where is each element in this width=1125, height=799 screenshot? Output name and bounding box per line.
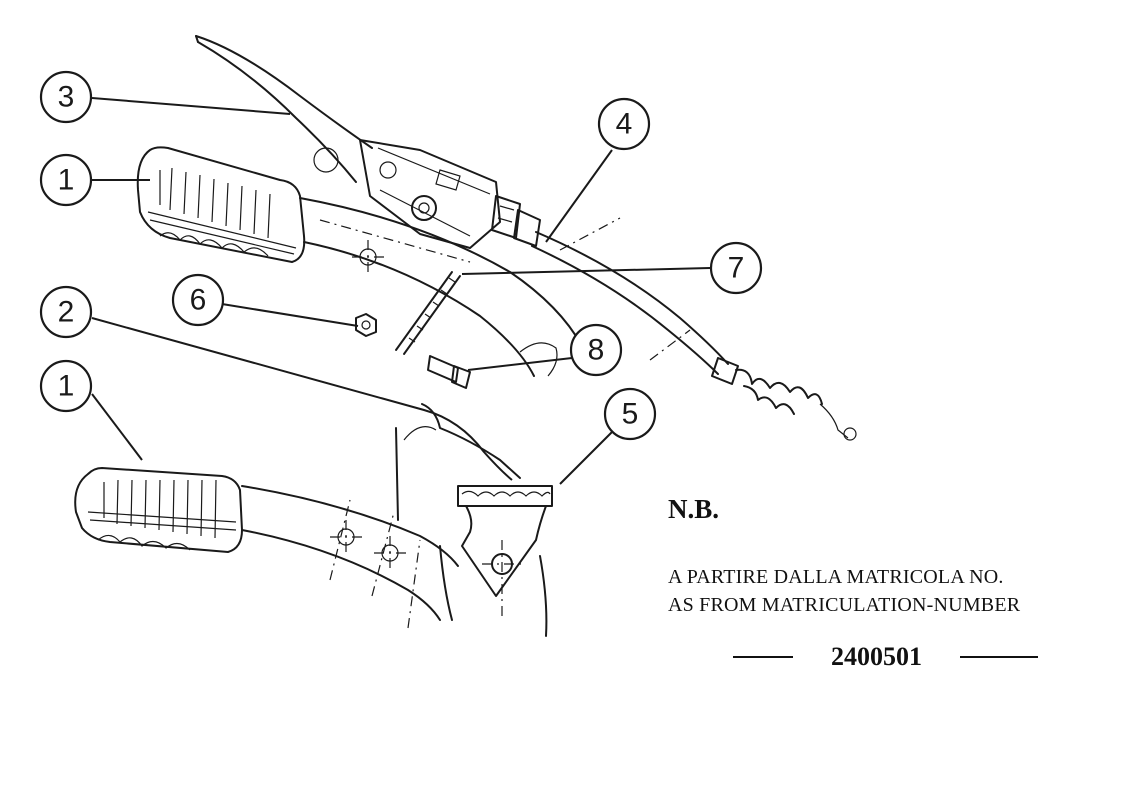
svg-text:2: 2	[58, 296, 75, 329]
brake-lever	[195, 35, 541, 249]
brake-cable	[531, 217, 857, 441]
svg-text:1: 1	[58, 370, 75, 403]
svg-text:3: 3	[58, 81, 75, 114]
lower-handlebar	[74, 403, 521, 629]
note-line-english: AS FROM MATRICULATION-NUMBER	[668, 594, 1021, 616]
mounting-bracket	[439, 485, 553, 637]
lock-nut	[355, 313, 377, 337]
callout-6: 6	[171, 273, 225, 327]
callout-1-lower: 1	[39, 359, 93, 413]
serial-rule-left	[733, 656, 793, 658]
screw	[427, 355, 471, 389]
callout-4: 4	[597, 97, 651, 151]
callout-8: 8	[569, 323, 623, 377]
callout-7: 7	[709, 241, 763, 295]
leader-lines	[91, 97, 711, 485]
callout-1-upper: 1	[39, 153, 93, 207]
note-line-italian: A PARTIRE DALLA MATRICOLA NO.	[668, 566, 1004, 588]
svg-text:4: 4	[616, 108, 633, 141]
callout-2: 2	[39, 285, 93, 339]
serial-number-row: 2400501	[733, 640, 1038, 674]
pivot-pin	[395, 271, 461, 355]
callout-5: 5	[603, 387, 657, 441]
svg-text:1: 1	[58, 164, 75, 197]
svg-text:7: 7	[728, 252, 745, 285]
svg-text:8: 8	[588, 334, 605, 367]
upper-handlebar	[136, 146, 583, 377]
svg-text:5: 5	[622, 398, 639, 431]
serial-rule-right	[960, 656, 1038, 658]
callout-3: 3	[39, 70, 93, 124]
note-heading: N.B.	[668, 494, 720, 524]
svg-text:6: 6	[190, 284, 207, 317]
serial-number: 2400501	[831, 642, 922, 671]
